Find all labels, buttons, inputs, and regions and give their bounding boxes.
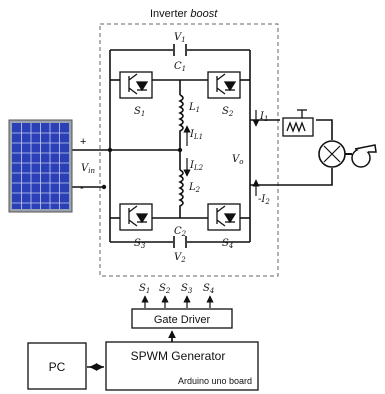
inductor-l1 xyxy=(178,94,184,132)
label-i1: I1 xyxy=(259,111,268,123)
switch-s1 xyxy=(119,71,153,99)
svg-text:S4: S4 xyxy=(203,283,214,295)
gate-signal-s1: S1 xyxy=(139,283,150,308)
label-v1: V1 xyxy=(174,32,186,44)
junctions xyxy=(101,147,183,190)
switch-s4 xyxy=(207,203,241,231)
label-minus: - xyxy=(80,182,84,194)
label-i2: -I2 xyxy=(258,194,270,206)
spwm-generator-block: SPWM Generator Arduino uno board xyxy=(105,341,259,391)
label-v2: V2 xyxy=(174,252,186,264)
gate-signals: S1 S2 S3 S4 xyxy=(139,283,214,308)
solar-panel xyxy=(8,119,73,213)
label-il1: IL1 xyxy=(189,129,203,141)
label-c1: C1 xyxy=(174,61,186,73)
board-label: Arduino uno board xyxy=(178,376,252,386)
svg-text:S1: S1 xyxy=(139,283,150,295)
label-s3: S3 xyxy=(134,238,146,250)
switch-s2 xyxy=(207,71,241,99)
gate-driver-block: Gate Driver xyxy=(131,308,233,329)
label-l1: L1 xyxy=(188,102,200,114)
spwm-generator-label: SPWM Generator xyxy=(131,349,226,363)
label-il2: IL2 xyxy=(189,160,204,172)
battery-icon xyxy=(282,109,314,137)
capacitor-c1 xyxy=(173,44,187,56)
pc-label: PC xyxy=(49,360,66,374)
title: Inverter boost xyxy=(150,8,218,20)
label-l2: L2 xyxy=(188,182,201,194)
label-c2: C2 xyxy=(174,226,187,238)
gate-signal-s2: S2 xyxy=(159,283,171,308)
label-vo: Vo xyxy=(232,154,243,166)
pump-icon xyxy=(351,144,377,168)
svg-text:S2: S2 xyxy=(159,283,171,295)
label-plus: + xyxy=(80,136,86,148)
inductor-l2 xyxy=(178,169,184,208)
svg-text:S3: S3 xyxy=(181,283,193,295)
motor-icon xyxy=(318,140,352,168)
gate-driver-label: Gate Driver xyxy=(154,314,211,326)
label-vin: Vin xyxy=(81,163,95,175)
gate-signal-s4: S4 xyxy=(203,283,214,308)
switch-s3 xyxy=(119,203,153,231)
pc-block: PC xyxy=(27,342,87,390)
label-s2: S2 xyxy=(222,106,234,118)
gate-signal-s3: S3 xyxy=(181,283,193,308)
label-s4: S4 xyxy=(222,238,233,250)
capacitor-c2 xyxy=(173,236,187,248)
label-s1: S1 xyxy=(134,106,145,118)
inverter-boundary xyxy=(99,23,279,277)
